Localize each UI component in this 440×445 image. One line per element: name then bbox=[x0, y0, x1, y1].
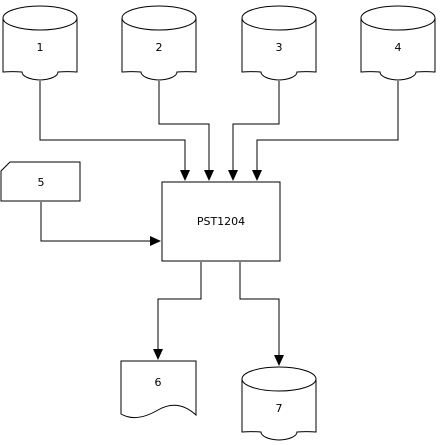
process-box bbox=[161, 181, 281, 262]
document-node-6: 6 bbox=[120, 360, 197, 419]
process-label: PST1204 bbox=[197, 215, 245, 228]
connector-line bbox=[232, 81, 280, 170]
cylinder-rim bbox=[2, 17, 78, 31]
node-label: 6 bbox=[155, 376, 162, 389]
node-label: 5 bbox=[38, 176, 45, 189]
arrowhead bbox=[252, 170, 262, 181]
connector-line bbox=[239, 262, 280, 355]
arrowhead bbox=[204, 170, 214, 181]
card-node-5: 5 bbox=[0, 161, 81, 202]
connector-line bbox=[40, 202, 150, 242]
document-shape bbox=[120, 360, 197, 419]
arrowhead bbox=[150, 236, 161, 246]
node-label: 3 bbox=[276, 41, 283, 54]
cylinder-shape bbox=[121, 5, 197, 81]
connector-5-to-process bbox=[40, 202, 161, 246]
connector-line bbox=[256, 81, 399, 170]
connector-4-to-process bbox=[252, 81, 399, 181]
storage-node-7: 7 bbox=[241, 366, 317, 441]
connector-line bbox=[158, 81, 210, 170]
connector-process-to-7 bbox=[239, 262, 284, 366]
cylinder-shape bbox=[360, 5, 436, 81]
cylinder-rim bbox=[241, 378, 317, 392]
storage-node-2: 2 bbox=[121, 5, 197, 81]
process-node: PST1204 bbox=[161, 181, 281, 262]
node-label: 7 bbox=[276, 402, 283, 415]
connector-line bbox=[157, 262, 202, 349]
node-label: 4 bbox=[395, 41, 402, 54]
cylinder-rim bbox=[360, 17, 436, 31]
cylinder-shape bbox=[2, 5, 78, 81]
node-label: 1 bbox=[37, 41, 44, 54]
connector-2-to-process bbox=[158, 81, 214, 181]
cylinder-rim bbox=[121, 17, 197, 31]
node-label: 2 bbox=[156, 41, 163, 54]
cylinder-shape bbox=[241, 366, 317, 441]
card-shape bbox=[0, 161, 81, 202]
arrowhead bbox=[228, 170, 238, 181]
arrowhead bbox=[153, 349, 163, 360]
arrowhead bbox=[180, 170, 190, 181]
cylinder-rim bbox=[241, 17, 317, 31]
connector-3-to-process bbox=[228, 81, 280, 181]
connector-1-to-process bbox=[39, 81, 190, 181]
storage-node-1: 1 bbox=[2, 5, 78, 81]
arrowhead bbox=[274, 355, 284, 366]
storage-node-3: 3 bbox=[241, 5, 317, 81]
storage-node-4: 4 bbox=[360, 5, 436, 81]
cylinder-shape bbox=[241, 5, 317, 81]
connector-process-to-6 bbox=[153, 262, 202, 360]
connector-line bbox=[39, 81, 186, 170]
